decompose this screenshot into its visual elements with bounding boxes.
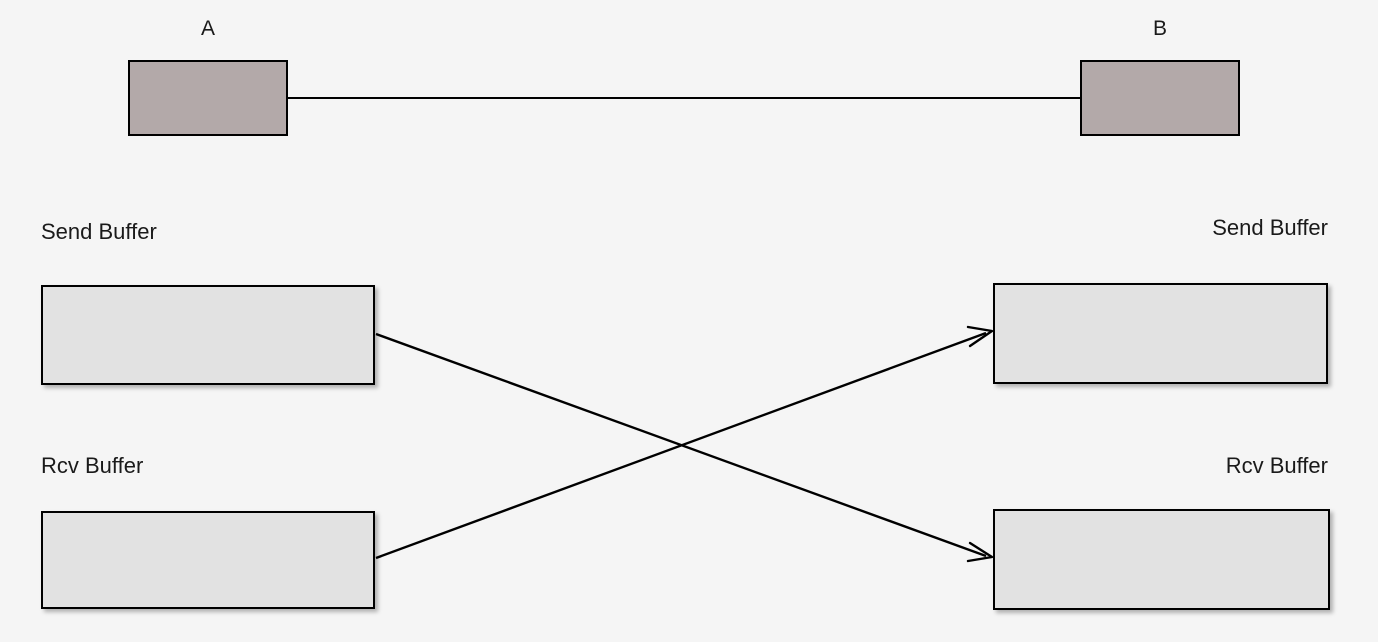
right-send-buffer-box[interactable] <box>993 283 1328 384</box>
left-rcv-buffer-label: Rcv Buffer <box>41 453 144 478</box>
left-rcv-buffer-box[interactable] <box>41 511 375 609</box>
host-a-box[interactable] <box>128 60 288 136</box>
right-rcv-buffer-box[interactable] <box>993 509 1330 610</box>
right-send-buffer-label: Send Buffer <box>1212 215 1328 240</box>
host-a-label: A <box>200 17 215 40</box>
send-to-rcv-arrowhead <box>966 541 994 563</box>
host-b-box[interactable] <box>1080 60 1240 136</box>
left-send-buffer-box[interactable] <box>41 285 375 385</box>
left-send-buffer-label: Send Buffer <box>41 219 157 244</box>
rcv-to-send-arrowhead <box>966 325 994 348</box>
host-b-label: B <box>1152 17 1167 40</box>
rcv-to-send-line <box>375 331 987 560</box>
send-to-rcv-line <box>375 332 987 558</box>
right-rcv-buffer-label: Rcv Buffer <box>1225 453 1328 478</box>
